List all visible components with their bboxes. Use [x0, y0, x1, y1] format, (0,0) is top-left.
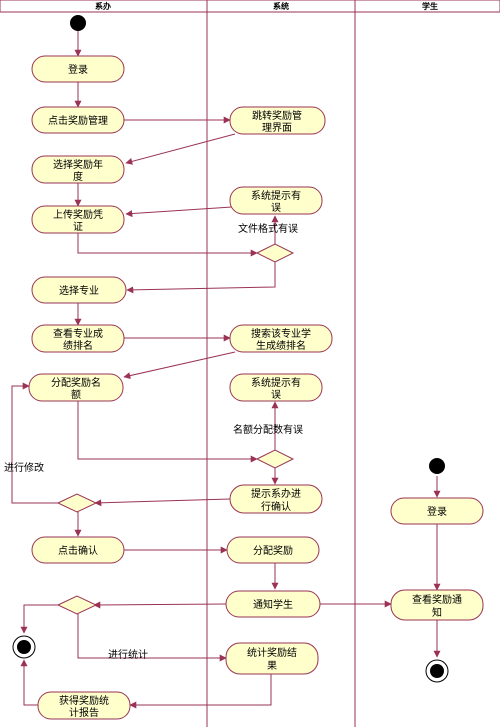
decision-notify	[56, 595, 98, 615]
action-label: 额	[71, 388, 81, 401]
edges	[11, 30, 441, 709]
action-jump-award-ui: 跳转奖励管 理界面	[229, 106, 326, 135]
action-label: 证	[73, 221, 83, 233]
action-label: 选择专业	[59, 284, 99, 297]
action-allocate-award: 分配奖励	[226, 536, 320, 564]
lane-title-student: 学生	[422, 1, 438, 11]
action-label: 点击奖励管理	[48, 114, 108, 127]
action-notify-student: 通知学生	[225, 590, 321, 618]
lane-title-system: 系统	[273, 1, 289, 11]
decision-quota-check	[255, 449, 295, 469]
action-assign-quota: 分配奖励名 额	[28, 373, 124, 402]
action-label: 计报告	[69, 706, 99, 719]
action-label: 系统提示有	[251, 189, 301, 202]
action-label: 选择奖励年	[53, 158, 103, 171]
action-system-error-1: 系统提示有 误	[229, 186, 323, 215]
action-label: 登录	[427, 505, 447, 518]
action-label: 生成绩排名	[256, 339, 306, 352]
action-label: 查看专业成	[53, 327, 103, 340]
action-upload-certificate: 上传奖励凭 证	[31, 205, 125, 234]
action-label: 统计奖励结	[247, 646, 297, 659]
action-view-ranking: 查看专业成 绩排名	[31, 324, 125, 353]
action-label: 知	[432, 606, 442, 619]
action-click-award-management: 点击奖励管理	[31, 106, 125, 134]
action-statistics-result: 统计奖励结 果	[225, 642, 319, 675]
action-system-error-2: 系统提示有 误	[229, 373, 323, 402]
action-label: 提示系办进	[251, 487, 301, 500]
decision-confirm	[56, 493, 98, 513]
action-label: 误	[271, 202, 281, 214]
action-student-login: 登录	[390, 497, 484, 525]
final-node-student	[425, 659, 449, 683]
edge-label-modify: 进行修改	[4, 461, 44, 474]
action-label: 搜索该专业学	[251, 327, 311, 340]
action-label: 度	[73, 170, 83, 183]
action-label: 绩排名	[63, 339, 93, 352]
action-label: 跳转奖励管	[252, 109, 302, 122]
action-search-ranking: 搜索该专业学 生成绩排名	[229, 324, 333, 353]
action-label: 查看奖励通	[412, 593, 462, 606]
action-label: 分配奖励名	[51, 376, 101, 389]
action-label: 误	[271, 389, 281, 401]
edge-label-do-statistics: 进行统计	[108, 648, 148, 661]
action-label: 通知学生	[253, 598, 293, 611]
action-select-year: 选择奖励年 度	[31, 155, 125, 184]
edge-label-file-format-error: 文件格式有误	[238, 222, 298, 235]
lane-title-office: 系办	[95, 1, 111, 11]
action-select-major: 选择专业	[31, 276, 127, 304]
action-label: 理界面	[262, 122, 292, 134]
action-label: 行确认	[261, 500, 291, 513]
action-label: 登录	[68, 63, 88, 76]
action-label: 果	[267, 660, 277, 672]
action-get-report: 获得奖励统 计报告	[37, 691, 131, 720]
final-node-office	[12, 635, 36, 659]
action-label: 上传奖励凭	[53, 208, 103, 221]
decision-file-check	[255, 243, 295, 263]
action-prompt-confirm: 提示系办进 行确认	[229, 484, 323, 514]
action-view-award-notice: 查看奖励通 知	[390, 589, 484, 621]
action-label: 点击确认	[58, 544, 98, 557]
action-label: 分配奖励	[253, 544, 293, 557]
action-click-confirm: 点击确认	[31, 536, 125, 564]
action-login: 登录	[31, 55, 125, 83]
action-label: 获得奖励统	[59, 694, 109, 707]
edge-label-quota-error: 名额分配数有误	[233, 423, 303, 436]
action-label: 系统提示有	[251, 376, 301, 389]
initial-node-student	[429, 458, 445, 474]
initial-node-office	[70, 15, 86, 31]
